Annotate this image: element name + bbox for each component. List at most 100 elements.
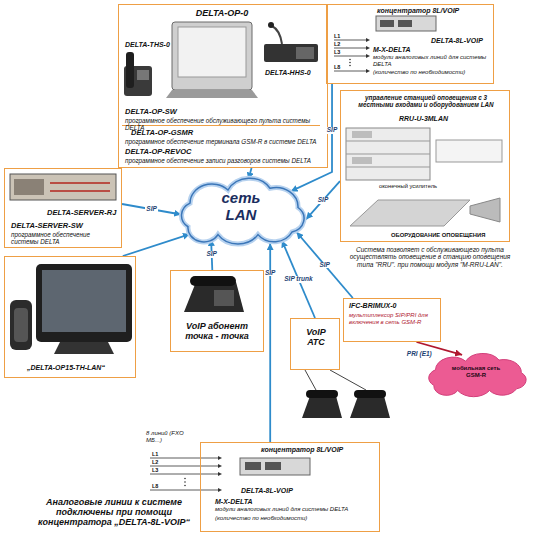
line-name: L8 <box>334 64 340 70</box>
voip-phone-illustration <box>184 276 244 312</box>
box-title: концентратор 8L/VOIP <box>377 7 459 15</box>
voip-phone-box: VoIP абонент точка - точка <box>170 270 264 352</box>
box-title: управление станцией оповещения с 3 местн… <box>351 94 501 108</box>
box-text: DELTA-OP-GSMR <box>131 129 193 137</box>
server-stripe <box>50 182 110 184</box>
rack-port <box>398 20 412 27</box>
box-text: мультиплексор SIP/PRI для включения в се… <box>349 312 437 325</box>
line-name: L1 <box>152 451 158 457</box>
phone-handset <box>126 52 134 88</box>
keypad-keys <box>296 47 314 59</box>
line-wire <box>150 490 218 491</box>
phone-keys <box>214 290 234 306</box>
horn-speaker <box>470 198 500 222</box>
tablet-frame <box>36 264 132 342</box>
link-label: SIP <box>317 197 329 204</box>
line-wire <box>334 48 366 49</box>
phone-handset <box>306 390 338 398</box>
box-title: DELTA-OP-0 <box>119 8 325 18</box>
box-text: программное обеспечение записи разговоро… <box>125 157 321 164</box>
box-text: (количество по необходимости) <box>373 69 491 76</box>
rack-panel <box>352 131 372 138</box>
ellipsis-dot <box>349 62 351 64</box>
rack-row <box>346 141 430 142</box>
server-panel <box>14 179 44 195</box>
box-text: DELTA-OP-REVOC <box>125 148 191 156</box>
line-name: L3 <box>334 49 340 55</box>
box-text: модули аналоговых линий для системы DELT… <box>215 506 375 513</box>
box-title: „DELTA-OP15-TH-LAN“ <box>27 364 105 372</box>
cloud-glow <box>182 178 305 244</box>
box-text: ОБОРУДОВАНИЕ ОПОВЕЩЕНИЯ <box>391 232 485 238</box>
gsm-cloud: мобильная сеть GSM-R <box>418 352 534 398</box>
box-text: DELTA-8L-VOIP <box>431 37 483 45</box>
wire-arrowhead <box>366 46 370 50</box>
phone-body <box>302 396 342 418</box>
server-box: DELTA-SERVER-RJ DELTA-SERVER-SWпрограммно… <box>4 168 122 248</box>
box-title: сеть LAN <box>211 190 271 224</box>
concentrator-device <box>240 458 310 475</box>
line-wire <box>150 458 218 459</box>
concentrator-box: концентратор 8L/VOIPDELTA-8L-VOIPM-X-DEL… <box>326 4 494 84</box>
box-text: RRU-U-3MLAN <box>399 115 448 123</box>
handset-illustration <box>124 52 152 96</box>
wire-arrows <box>184 456 222 492</box>
server-stripe <box>50 190 110 192</box>
ceiling-speaker <box>350 200 470 226</box>
rack-row <box>346 167 430 168</box>
link-label: SIP trunk <box>283 276 313 283</box>
line-wire <box>334 71 366 72</box>
box-text: DELTA-SERVER-SW <box>11 222 83 230</box>
cloud-outline <box>182 178 305 244</box>
tablet-illustration <box>10 264 132 354</box>
console-illustration <box>166 22 258 98</box>
wire-arrowhead <box>366 54 370 58</box>
ellipsis-dot <box>184 481 186 483</box>
box-title: IFC-BRIMUX-0 <box>349 302 396 310</box>
wire-arrowhead <box>366 38 370 42</box>
server-chassis <box>10 174 116 200</box>
cloud-outline <box>429 353 526 396</box>
concentrator-device <box>376 16 436 31</box>
wire-arrowhead <box>218 472 222 476</box>
box-text: DELTA-HHS-0 <box>265 69 311 77</box>
separator-line <box>122 125 320 126</box>
analog-lines <box>334 40 366 71</box>
microphone-illustration <box>264 22 318 62</box>
box-text: оконечный усилитель <box>379 183 437 189</box>
ellipsis-dot <box>349 65 351 67</box>
box-title: DELTA-SERVER-RJ <box>47 209 116 217</box>
network-link <box>306 181 340 219</box>
analog-lines <box>150 458 218 490</box>
console-box: DELTA-OP-0DELTA-THS-0DELTA-HHS-0DELTA-OP… <box>118 4 328 168</box>
server-illustration <box>10 174 116 200</box>
handset-body <box>10 300 32 350</box>
line-count: 8 линий (FXO МБ...) <box>146 430 198 443</box>
rack-frame <box>346 128 430 180</box>
line-wire <box>150 466 218 467</box>
line-wire <box>334 56 366 57</box>
rru-rack <box>346 128 502 180</box>
console-base <box>166 90 258 98</box>
link-label: SIP <box>205 251 217 258</box>
wire-arrowhead <box>366 69 370 73</box>
alarm-station-box: управление станцией оповещения с 3 местн… <box>340 90 510 242</box>
network-link <box>122 204 181 215</box>
phone-wire <box>330 370 366 390</box>
tablet-screen <box>42 270 126 332</box>
ellipsis-dot <box>349 59 351 61</box>
box-text: программное обеспечение терминала GSM-R … <box>125 138 321 145</box>
rack-port <box>245 462 261 470</box>
phone-handset <box>354 390 386 398</box>
box-title: VoIP АТС <box>299 327 333 347</box>
link-label: SIP <box>318 262 330 269</box>
line-name: L2 <box>152 459 158 465</box>
handset-grip <box>14 308 28 342</box>
box-text: программное обеспечение системы DELTA <box>11 231 117 245</box>
pbx-box: VoIP АТС <box>290 318 340 370</box>
line-wire <box>150 474 218 475</box>
link-label: SIP <box>264 270 276 277</box>
rack-row <box>346 154 430 155</box>
line-name: L8 <box>152 483 158 489</box>
